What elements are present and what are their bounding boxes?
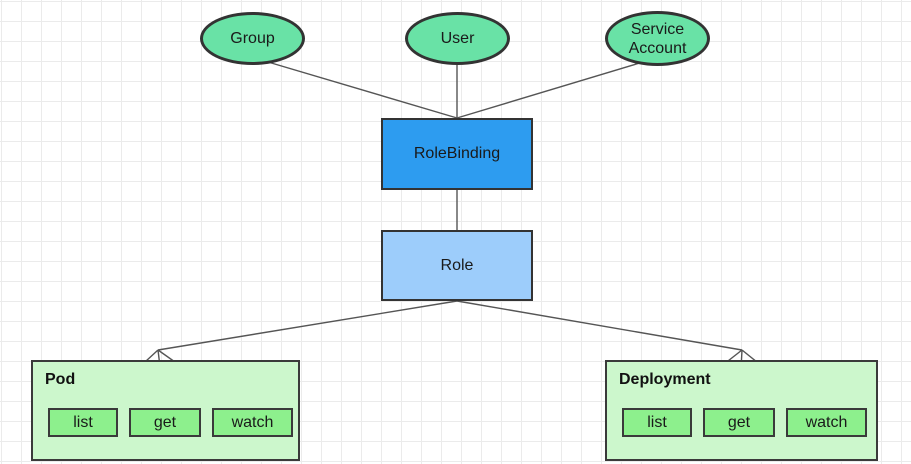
- node-role-label: Role: [440, 256, 474, 274]
- verb-label-pod-list: list: [73, 413, 93, 431]
- resource-group-pod-label: Pod: [45, 371, 76, 388]
- node-group[interactable]: Group: [200, 12, 305, 65]
- edge-group-to-role-binding: [267, 61, 458, 119]
- verb-label-pod-get: get: [153, 413, 177, 431]
- resource-group-deployment-label: Deployment: [619, 371, 711, 388]
- edge-role-to-deployment: [456, 300, 743, 351]
- verb-box-deployment-get[interactable]: get: [703, 408, 775, 437]
- node-service-account-label-line1: Service: [630, 20, 685, 38]
- verb-label-deployment-list: list: [647, 413, 667, 431]
- node-role-binding-label: RoleBinding: [413, 145, 501, 162]
- node-role-binding[interactable]: RoleBinding: [381, 118, 533, 190]
- node-role[interactable]: Role: [381, 230, 533, 301]
- node-service-account-label-line2: Account: [628, 39, 687, 57]
- verb-box-pod-watch[interactable]: watch: [212, 408, 293, 437]
- verb-box-pod-get[interactable]: get: [129, 408, 201, 437]
- node-user[interactable]: User: [405, 12, 510, 65]
- verb-label-pod-watch: watch: [231, 413, 274, 431]
- verb-box-deployment-list[interactable]: list: [622, 408, 692, 437]
- node-service-account[interactable]: Service Account: [605, 11, 710, 66]
- node-group-label: Group: [230, 30, 275, 47]
- verb-label-deployment-get: get: [727, 413, 751, 431]
- edge-service-account-to-role-binding: [456, 61, 644, 119]
- verb-box-pod-list[interactable]: list: [48, 408, 118, 437]
- verb-label-deployment-watch: watch: [805, 413, 848, 431]
- edge-role-to-pod: [157, 300, 458, 351]
- node-user-label: User: [440, 30, 475, 47]
- verb-box-deployment-watch[interactable]: watch: [786, 408, 867, 437]
- node-service-account-label: Service Account: [629, 20, 687, 58]
